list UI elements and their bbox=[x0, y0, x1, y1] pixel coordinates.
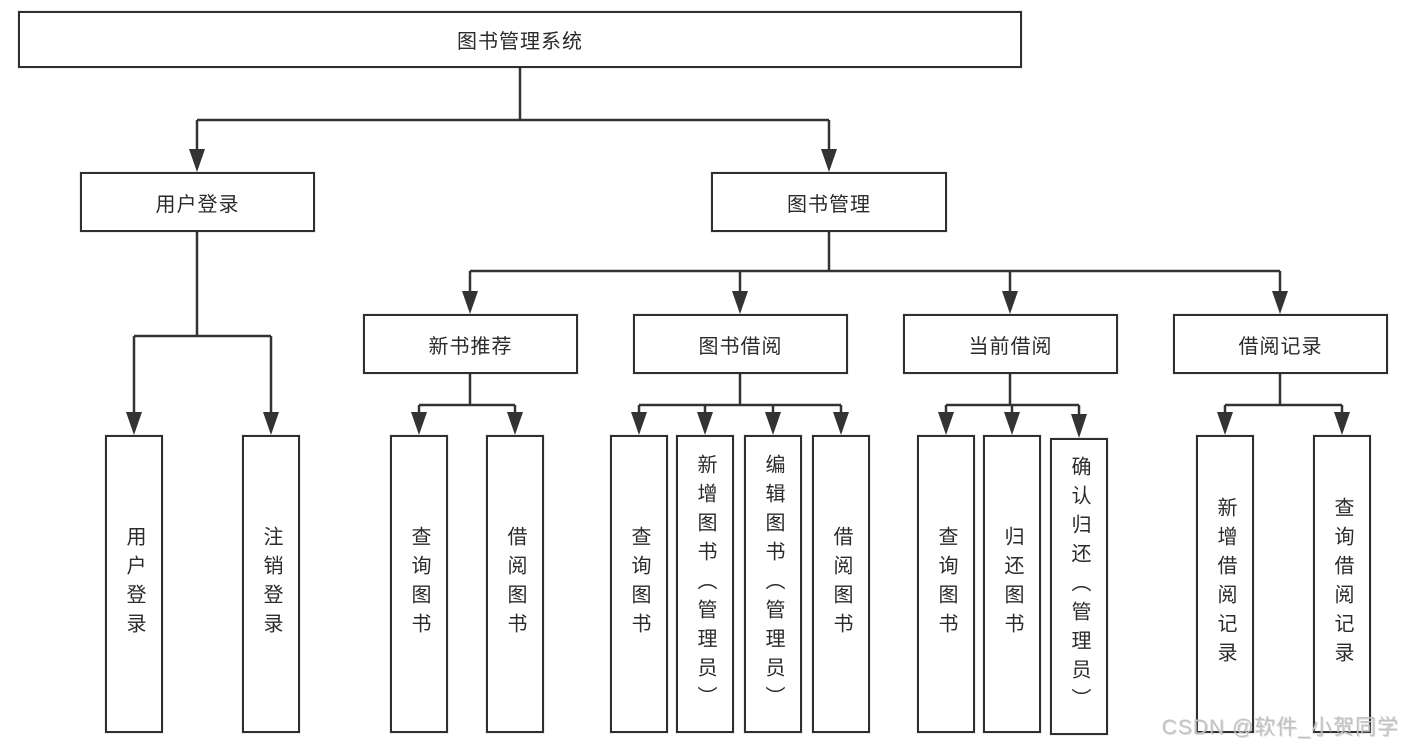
leaf-label: 查询借阅记录 bbox=[1331, 497, 1353, 671]
csdn-watermark: CSDN @软件_小贺同学 bbox=[1161, 716, 1399, 739]
leaf-label: 借阅图书 bbox=[830, 526, 852, 642]
leaf-label: 编辑图书（管理员） bbox=[762, 453, 784, 715]
leaf-label: 查询图书 bbox=[408, 526, 430, 642]
node-leaf-borrow-books-1: 借阅图书 bbox=[486, 435, 544, 733]
node-new-book-recommend: 新书推荐 bbox=[363, 314, 578, 374]
node-leaf-user-login: 用户登录 bbox=[105, 435, 163, 733]
node-book-management: 图书管理 bbox=[711, 172, 947, 232]
leaf-label: 用户登录 bbox=[123, 526, 145, 642]
node-leaf-return-books: 归还图书 bbox=[983, 435, 1041, 733]
node-leaf-query-books-3: 查询图书 bbox=[917, 435, 975, 733]
node-leaf-edit-books-admin: 编辑图书（管理员） bbox=[744, 435, 802, 733]
node-leaf-add-books-admin: 新增图书（管理员） bbox=[676, 435, 734, 733]
leaf-label: 归还图书 bbox=[1001, 526, 1023, 642]
leaf-label: 注销登录 bbox=[260, 526, 282, 642]
node-leaf-add-borrow-record: 新增借阅记录 bbox=[1196, 435, 1254, 733]
leaf-label: 查询图书 bbox=[628, 526, 650, 642]
node-user-login: 用户登录 bbox=[80, 172, 315, 232]
node-current-borrow: 当前借阅 bbox=[903, 314, 1118, 374]
leaf-label: 新增图书（管理员） bbox=[694, 453, 716, 715]
node-borrow-records: 借阅记录 bbox=[1173, 314, 1388, 374]
node-leaf-query-books-1: 查询图书 bbox=[390, 435, 448, 733]
node-leaf-query-borrow-record: 查询借阅记录 bbox=[1313, 435, 1371, 733]
node-leaf-logout: 注销登录 bbox=[242, 435, 300, 733]
leaf-label: 确认归还（管理员） bbox=[1068, 456, 1090, 717]
node-leaf-confirm-return-admin: 确认归还（管理员） bbox=[1050, 438, 1108, 735]
leaf-label: 查询图书 bbox=[935, 526, 957, 642]
leaf-label: 借阅图书 bbox=[504, 526, 526, 642]
node-library-management-system: 图书管理系统 bbox=[18, 11, 1022, 68]
node-book-borrow: 图书借阅 bbox=[633, 314, 848, 374]
node-leaf-borrow-books-2: 借阅图书 bbox=[812, 435, 870, 733]
node-leaf-query-books-2: 查询图书 bbox=[610, 435, 668, 733]
leaf-label: 新增借阅记录 bbox=[1214, 497, 1236, 671]
